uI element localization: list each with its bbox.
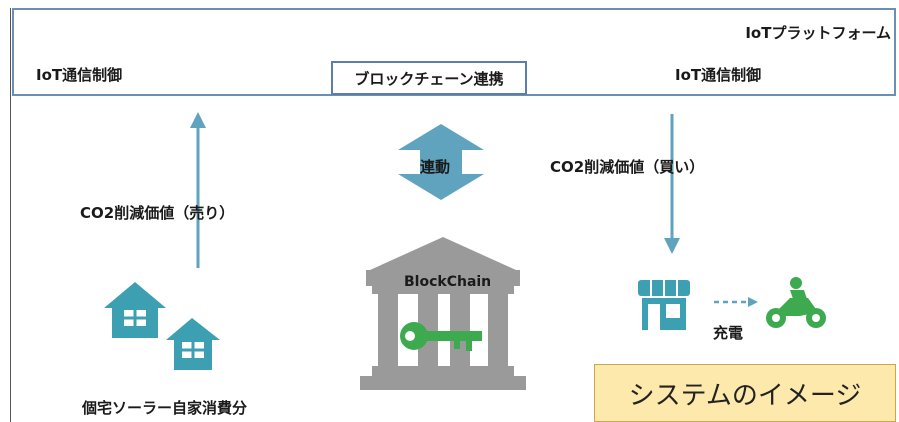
double-arrow-icon [398,124,484,200]
shop-icon [638,280,690,330]
sell-value-label: CO2削減価値（売り） [80,204,235,222]
solar-label: 個宅ソーラー自家消費分 [82,399,248,417]
bank-icon [360,237,526,390]
system-image-banner-text: システムのイメージ [628,380,862,411]
key-icon [400,322,482,351]
charge-label: 充電 [713,324,744,342]
iot-control-left: IoT通信制御 [36,66,123,84]
up-arrow-icon [190,112,206,268]
buy-value-label: CO2削減価値（買い） [550,158,705,176]
iot-control-right: IoT通信制御 [675,66,762,84]
dashed-arrow-icon [714,297,758,307]
motorbike-icon [766,277,826,328]
blockchain-label: BlockChain [404,274,492,290]
iot-platform-title: IoTプラットフォーム [745,24,891,42]
blockchain-link-label: ブロックチェーン連携 [354,69,504,88]
down-arrow-icon [664,114,680,254]
blockchain-link-box: ブロックチェーン連携 [331,61,527,95]
system-image-banner: システムのイメージ [594,364,896,422]
link-label: 連動 [420,158,451,176]
houses-icon [104,282,224,372]
left-border-line [10,8,11,422]
